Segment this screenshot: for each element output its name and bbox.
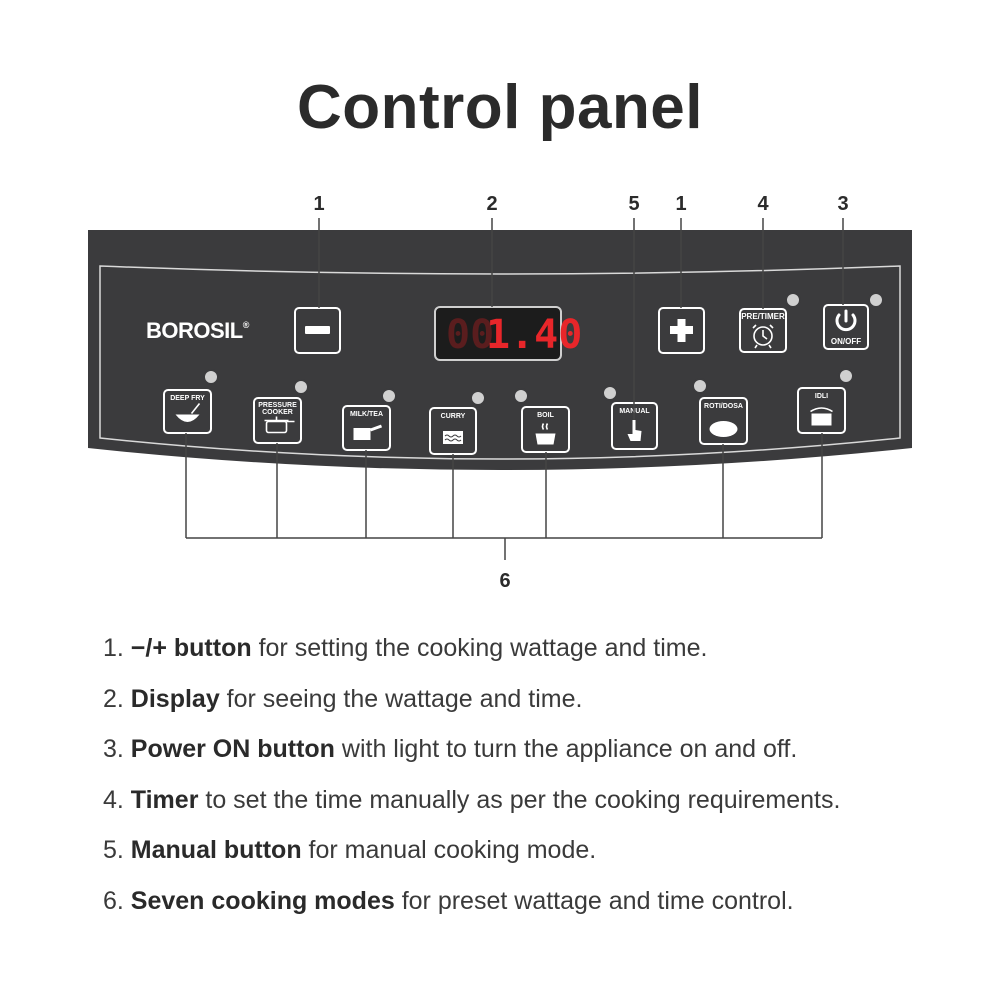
- display-value: 1.40: [486, 312, 582, 358]
- boil-pot-icon: [535, 423, 556, 445]
- mode-indicator-light: [838, 368, 854, 384]
- mode-indicator-light: [203, 369, 219, 385]
- mode-label: IDLI: [815, 393, 828, 400]
- mode-label: CURRY: [441, 413, 466, 420]
- roti-icon: [709, 421, 738, 437]
- callout-number-manual: 5: [628, 193, 639, 215]
- legend-number: 2.: [103, 684, 131, 713]
- power-icon: [835, 309, 857, 332]
- mode-button-roti-dosa[interactable]: ROTI/DOSA: [699, 397, 748, 445]
- display-dim-digits: 00: [446, 312, 494, 358]
- milk-pan-icon: [353, 424, 383, 440]
- alarm-clock-icon: [752, 324, 774, 349]
- pressure-cooker-icon: [264, 416, 295, 434]
- legend-description: for preset wattage and time control.: [394, 886, 794, 915]
- curry-pot-icon: [443, 431, 463, 444]
- mode-button-idli[interactable]: IDLI: [797, 387, 846, 434]
- brand-logo: BOROSIL®: [146, 318, 250, 343]
- legend-description: with light to turn the appliance on and …: [334, 735, 798, 763]
- minus-button[interactable]: [294, 307, 341, 354]
- legend-description: for manual cooking mode.: [301, 836, 597, 864]
- mode-button-milk-tea[interactable]: MILK/TEA: [342, 405, 391, 451]
- led-display: 00 1.40: [434, 306, 582, 361]
- power-indicator-light: [868, 292, 884, 308]
- mode-button-boil[interactable]: BOIL: [521, 406, 570, 453]
- mode-label: BOIL: [537, 412, 554, 419]
- mode-label: PRESSURE: [258, 402, 297, 409]
- callout-number-minus: 1: [313, 193, 324, 215]
- legend-term: Seven cooking modes: [130, 886, 395, 915]
- legend-list: 1. −/+ button for setting the cooking wa…: [103, 628, 840, 931]
- callout-number-display: 2: [486, 193, 497, 215]
- mode-label: MANUAL: [619, 408, 650, 415]
- legend-item: 3. Power ON button with light to turn th…: [103, 729, 840, 780]
- minus-icon: [305, 326, 330, 334]
- timer-label: PRE/TIMER: [741, 312, 785, 321]
- legend-item: 4. Timer to set the time manually as per…: [103, 780, 840, 831]
- mode-button-deep-fry[interactable]: DEEP FRY: [163, 389, 212, 434]
- page-title: Control panel: [296, 73, 704, 142]
- legend-term: Manual button: [130, 836, 302, 864]
- legend-number: 6.: [103, 886, 131, 915]
- legend-term: −/+ button: [130, 634, 252, 662]
- power-label: ON/OFF: [831, 337, 861, 346]
- mode-indicator-light: [381, 388, 397, 404]
- legend-description: to set the time manually as per the cook…: [198, 785, 841, 814]
- legend-item: 2. Display for seeing the wattage and ti…: [103, 679, 840, 730]
- plus-button[interactable]: [658, 307, 705, 354]
- legend-number: 4.: [103, 785, 131, 814]
- mode-indicator-light: [513, 388, 529, 404]
- mode-button-curry[interactable]: CURRY: [429, 407, 477, 455]
- hand-pointer-icon: [627, 420, 642, 441]
- legend-number: 3.: [103, 735, 131, 763]
- timer-indicator-light: [785, 292, 801, 308]
- callout-number-modes: 6: [499, 570, 510, 592]
- power-button[interactable]: ON/OFF: [823, 304, 869, 350]
- legend-term: Display: [130, 684, 220, 713]
- mode-label: DEEP FRY: [170, 395, 205, 402]
- legend-term: Timer: [130, 785, 199, 814]
- callout-number-timer: 4: [757, 193, 769, 215]
- control-panel-diagram: BOROSIL® 00 1.40 PRE/TIMER: [88, 193, 912, 592]
- legend-item: 6. Seven cooking modes for preset wattag…: [103, 881, 840, 932]
- idli-steamer-icon: [810, 407, 833, 426]
- mode-indicator-light: [293, 379, 309, 395]
- mode-indicator-light: [470, 390, 486, 406]
- legend-description: for seeing the wattage and time.: [219, 684, 583, 713]
- mode-indicator-light: [602, 385, 618, 401]
- wok-icon: [175, 403, 201, 422]
- callout-number-power: 3: [837, 193, 848, 215]
- legend-item: 5. Manual button for manual cooking mode…: [103, 830, 840, 881]
- mode-label: ROTI/DOSA: [704, 403, 743, 410]
- mode-label: COOKER: [262, 409, 293, 416]
- plus-icon: [670, 319, 693, 342]
- callout-number-plus: 1: [675, 193, 686, 215]
- legend-number: 5.: [103, 836, 131, 864]
- legend-item: 1. −/+ button for setting the cooking wa…: [103, 628, 840, 679]
- timer-button[interactable]: PRE/TIMER: [739, 308, 787, 353]
- legend-description: for setting the cooking wattage and time…: [251, 634, 708, 662]
- legend-number: 1.: [103, 634, 131, 662]
- legend-term: Power ON button: [130, 735, 335, 763]
- mode-label: MILK/TEA: [350, 411, 383, 418]
- panel-border-line: [99, 265, 901, 460]
- mode-button-manual[interactable]: MANUAL: [611, 402, 658, 450]
- mode-indicator-light: [692, 378, 708, 394]
